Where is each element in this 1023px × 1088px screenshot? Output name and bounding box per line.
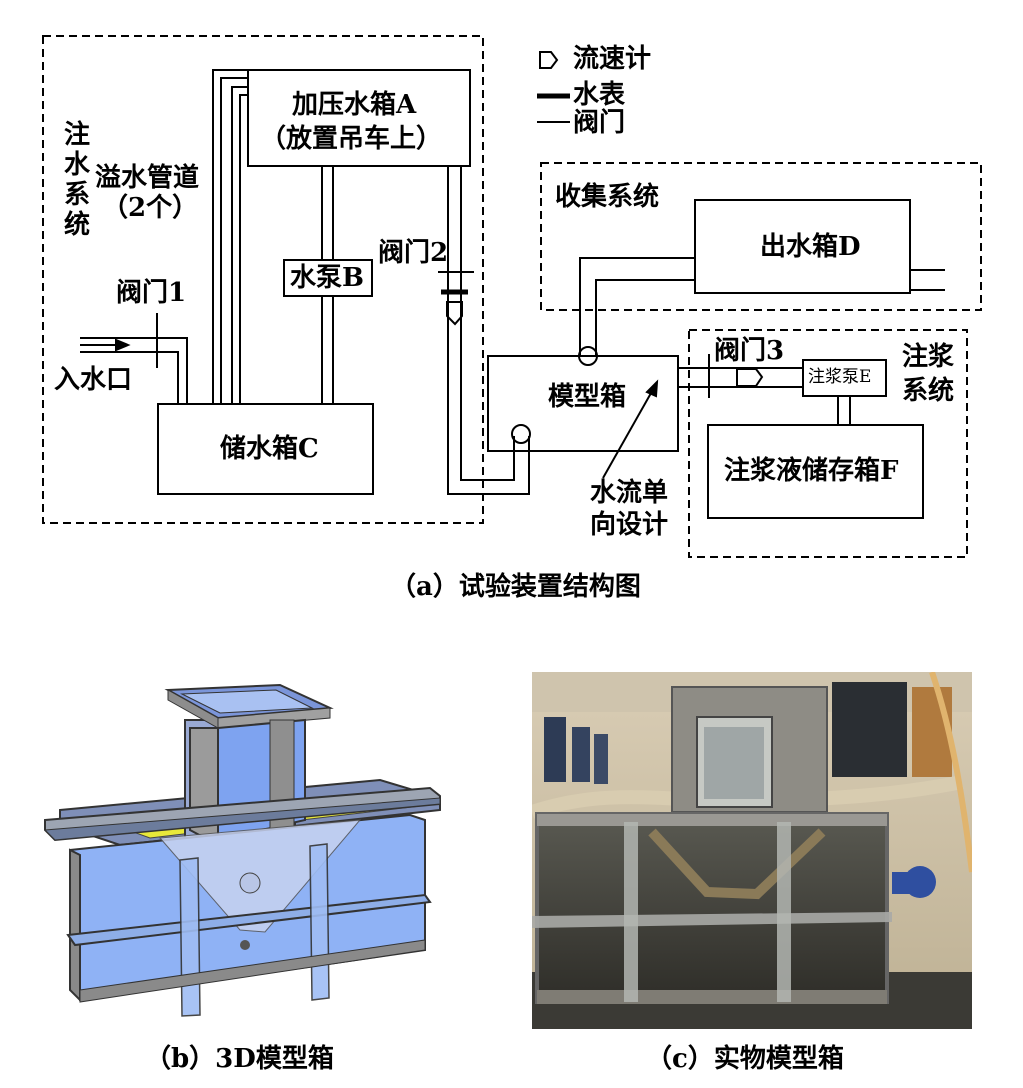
- overflow-label: 溢水管道: [95, 163, 200, 193]
- outlet-tank-box: [694, 199, 911, 294]
- legend-flowmeter-label: 流速计: [573, 44, 652, 74]
- caption-a: （a）试验装置结构图: [390, 572, 641, 602]
- model-box-3d: [43, 683, 441, 1017]
- grout-tank-label: 注浆液储存箱F: [724, 456, 899, 486]
- grouting-zone-label-2: 系统: [902, 376, 955, 406]
- inlet-label: 入水口: [54, 365, 133, 395]
- pump-label: 水泵B: [290, 263, 364, 293]
- structure-diagram: [42, 35, 982, 558]
- outlet-tank-label: 出水箱D: [760, 232, 861, 262]
- injection-zone-border: [42, 35, 484, 524]
- grout-tank-box: [707, 424, 924, 519]
- grouting-zone-border: [688, 329, 968, 558]
- grouting-zone-label-1: 注浆: [902, 342, 955, 372]
- valve-1-label: 阀门1: [116, 278, 187, 308]
- oneway-label-1: 水流单: [590, 478, 669, 508]
- caption-c: （c）实物模型箱: [646, 1044, 844, 1074]
- injection-zone-label-1: 注: [64, 120, 91, 150]
- valve-2-label: 阀门2: [378, 238, 449, 268]
- grout-pump-box: [802, 359, 887, 397]
- flowmeter-model-outlet: [578, 346, 598, 366]
- pressure-tank-box: [247, 69, 471, 167]
- pump-box: [283, 259, 373, 297]
- injection-zone-label-4: 统: [64, 210, 91, 240]
- collection-zone-label: 收集系统: [555, 182, 660, 212]
- injection-zone-label-3: 系: [64, 180, 91, 210]
- flowmeter-pipe-a: [446, 301, 463, 326]
- storage-tank-label: 储水箱C: [220, 434, 319, 464]
- legend-valve-label: 阀门: [573, 108, 626, 138]
- oneway-label-2: 向设计: [590, 510, 669, 540]
- model-box-photo: [532, 672, 972, 1029]
- overflow-count-label: （2个）: [102, 193, 199, 223]
- pressure-tank-sublabel: （放置吊车上）: [260, 124, 443, 154]
- injection-zone-label-2: 水: [64, 150, 91, 180]
- flowmeter-model-inlet: [511, 424, 531, 444]
- model-box: [487, 355, 679, 452]
- collection-zone-border: [540, 162, 982, 311]
- storage-tank-box: [157, 403, 374, 495]
- pressure-tank-label: 加压水箱A: [292, 90, 417, 120]
- caption-b: （b）3D模型箱: [145, 1044, 334, 1074]
- model-box-label: 模型箱: [548, 382, 627, 412]
- valve-3-label: 阀门3: [714, 336, 785, 366]
- legend-water-meter-label: 水表: [573, 80, 626, 110]
- legend-flowmeter-icon: [539, 51, 559, 69]
- flowmeter-grout: [736, 368, 764, 387]
- grout-pump-label: 注浆泵E: [808, 367, 872, 387]
